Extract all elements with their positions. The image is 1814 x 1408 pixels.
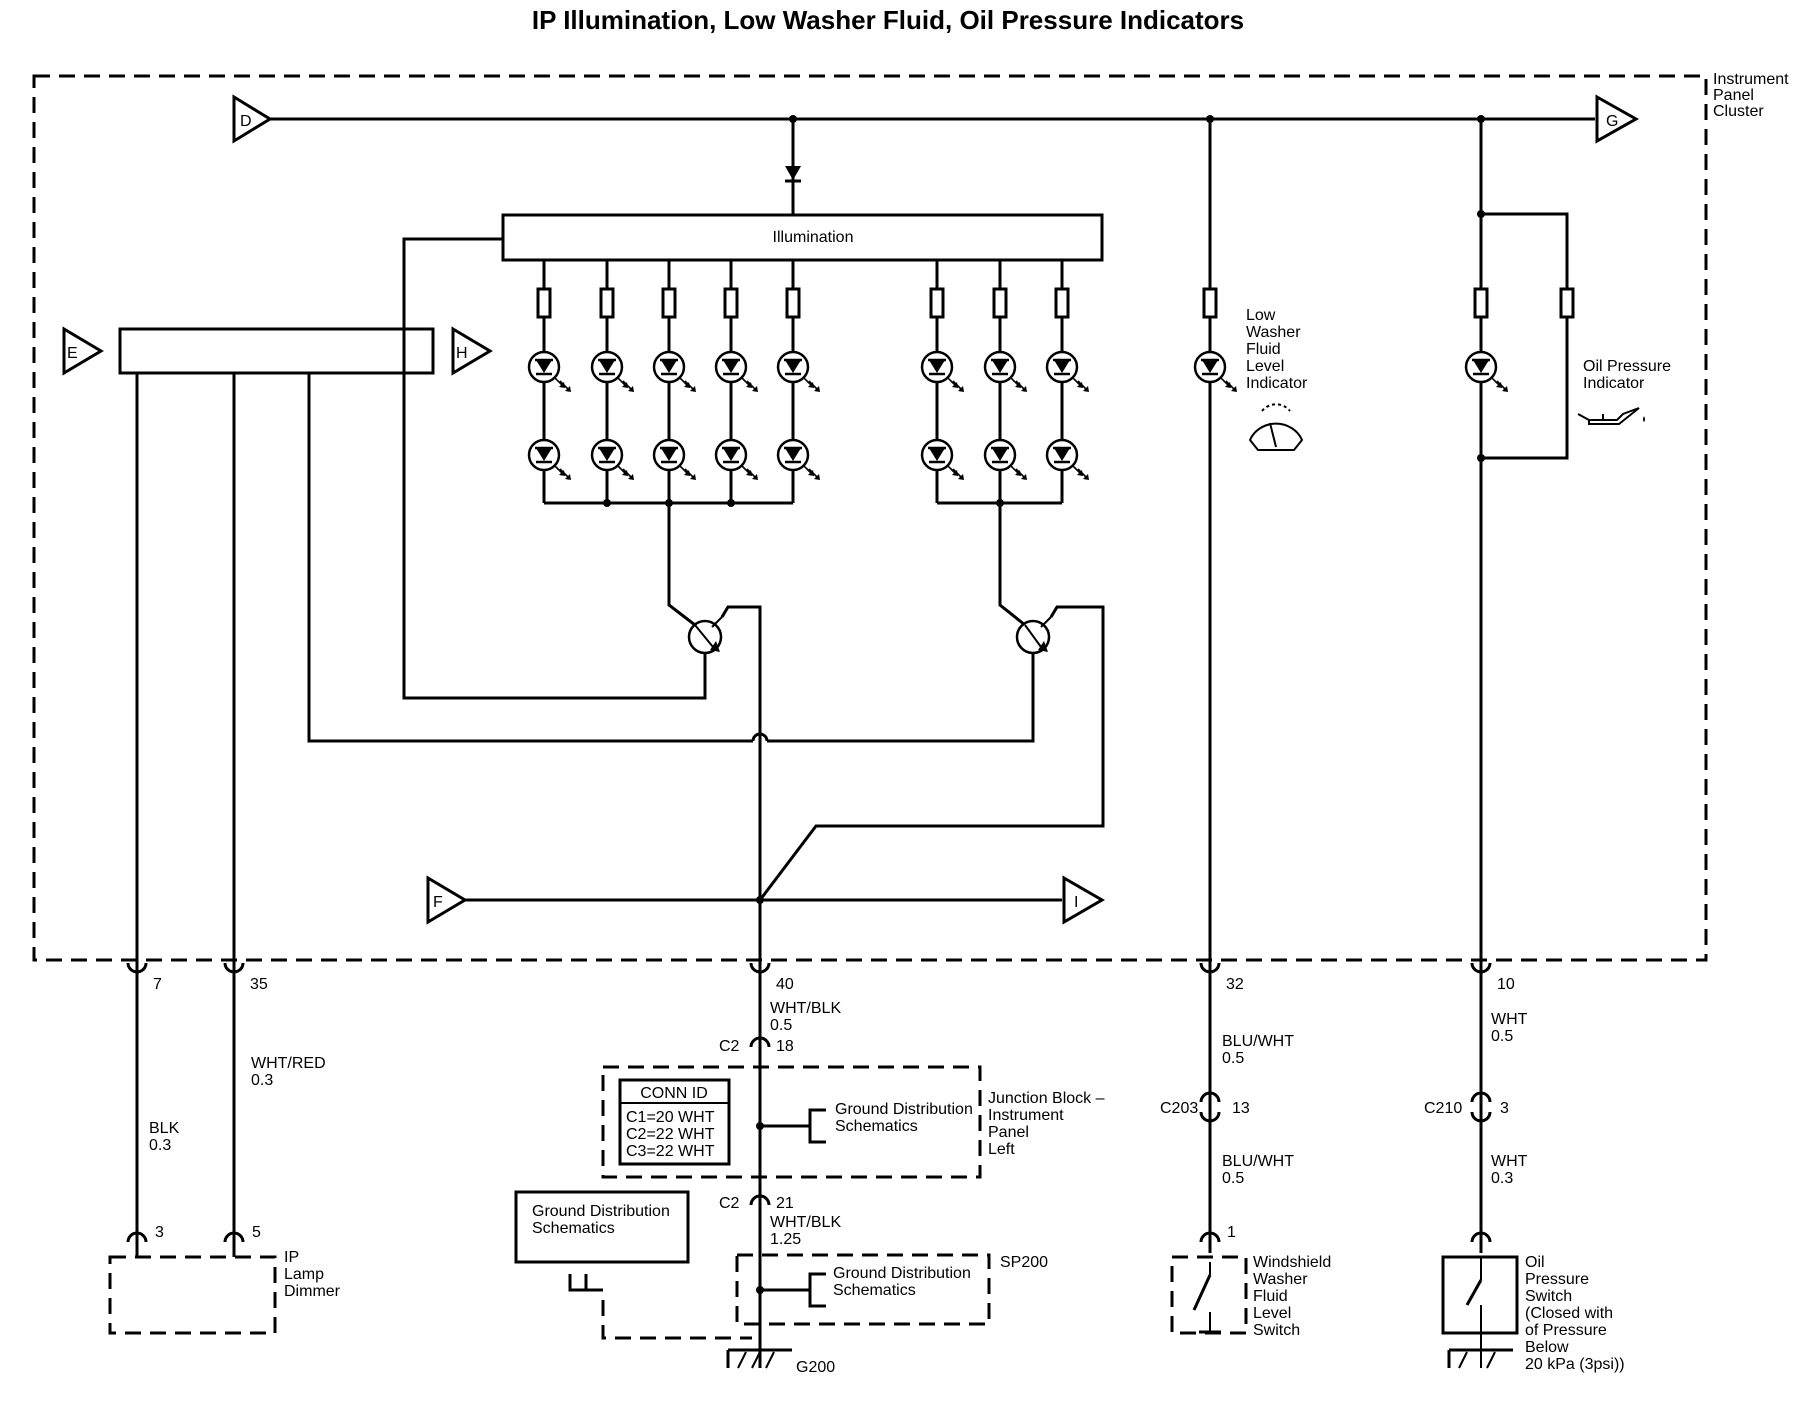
ground-distribution-ref-left[interactable]: Ground Distribution Schematics xyxy=(514,1190,752,1340)
instrument-panel-cluster-boundary xyxy=(32,74,1708,962)
svg-text:40: 40 xyxy=(776,976,794,993)
cluster-pin-32: 32 xyxy=(1199,961,1244,993)
svg-text:3: 3 xyxy=(1500,1100,1509,1117)
ground-distribution-ref-splice[interactable]: Ground Distribution Schematics xyxy=(756,1265,975,1308)
offpage-connector-e[interactable]: E xyxy=(62,326,104,376)
oil-can-icon xyxy=(1577,407,1645,425)
ground-g200: G200 xyxy=(726,1348,835,1376)
connector-c2-21: C2 21 xyxy=(719,1194,794,1212)
ground-distribution-ref-junction[interactable]: Ground Distribution Schematics xyxy=(756,1101,977,1144)
svg-text:Windshield Washer: Windshield Washer Fluid Level Switch xyxy=(1253,1254,1336,1339)
windshield-washer-icon xyxy=(1248,403,1304,451)
conn-id-table: CONN ID C1=20 WHT C2=22 WHT C3=22 WHT xyxy=(618,1078,731,1166)
junction-block-instrument-panel-left: Junction Block – Instrument Panel Left xyxy=(601,1065,1109,1179)
svg-text:IP Lamp Dimmer: IP Lamp Dimmer xyxy=(284,1249,341,1300)
wire-label-blu-wht-2: BLU/WHT 0.5 xyxy=(1222,1153,1298,1187)
svg-text:Ground Distribution Sche: Ground Distribution Schematics xyxy=(532,1203,674,1237)
diagram-title: IP Illumination, Low Washer Fluid, Oil P… xyxy=(532,5,1244,35)
wire-label-wht-1: WHT 0.5 xyxy=(1491,1011,1532,1045)
illumination-led-group-left xyxy=(527,260,822,507)
cluster-pin-40: 40 xyxy=(749,961,794,993)
svg-text:Junction Block – Instrum: Junction Block – Instrument Panel Left xyxy=(988,1090,1109,1158)
svg-text:C203: C203 xyxy=(1160,1100,1198,1117)
connector-c2-18: C2 18 xyxy=(719,1036,794,1055)
svg-text:18: 18 xyxy=(776,1038,794,1055)
svg-text:C2: C2 xyxy=(719,1195,740,1212)
svg-text:E: E xyxy=(67,345,78,362)
svg-text:CONN ID: CONN ID xyxy=(640,1085,708,1102)
offpage-connector-i[interactable]: I xyxy=(1062,875,1105,925)
offpage-connector-f[interactable]: F xyxy=(426,875,468,925)
splice-sp200: SP200 xyxy=(735,1253,1048,1326)
svg-text:SP200: SP200 xyxy=(1000,1254,1048,1271)
svg-text:C2=22 WHT: C2=22 WHT xyxy=(626,1126,715,1143)
svg-text:13: 13 xyxy=(1232,1100,1250,1117)
svg-text:32: 32 xyxy=(1226,976,1244,993)
svg-text:1: 1 xyxy=(1227,1224,1236,1241)
cluster-label: Instrument Panel Cluster xyxy=(1713,71,1793,120)
svg-text:Oil Pressure Switc: Oil Pressure Switch (Closed with of Pres… xyxy=(1525,1254,1625,1373)
connector-c203: C203 13 xyxy=(1160,1091,1250,1123)
illumination-led-group-right xyxy=(920,260,1091,507)
svg-text:F: F xyxy=(433,894,443,911)
illumination-block: Illumination xyxy=(501,213,1104,262)
oil-pressure-switch: Oil Pressure Switch (Closed with of Pres… xyxy=(1441,1231,1625,1373)
svg-text:C210: C210 xyxy=(1424,1100,1462,1117)
low-washer-fluid-indicator: Low Washer Fluid Level Indicator xyxy=(1193,119,1308,1253)
ip-lamp-dimmer: 3 5 IP Lamp Dimmer xyxy=(108,1224,341,1335)
svg-text:G200: G200 xyxy=(796,1359,835,1376)
transistor-1 xyxy=(667,503,762,960)
offpage-connector-h[interactable]: H xyxy=(451,326,493,376)
svg-text:Illumination: Illumination xyxy=(773,229,854,246)
svg-text:Ground Distribution Sche: Ground Distribution Schematics xyxy=(835,1101,977,1135)
oil-pressure-indicator: Oil Pressure Indicator xyxy=(1464,119,1675,1253)
svg-text:C1=20 WHT: C1=20 WHT xyxy=(626,1109,715,1126)
svg-text:Ground Distribution Sche: Ground Distribution Schematics xyxy=(833,1265,975,1299)
svg-text:H: H xyxy=(456,345,468,362)
wire-label-blk: BLK 0.3 xyxy=(149,1120,184,1154)
svg-text:I: I xyxy=(1074,894,1078,911)
svg-text:7: 7 xyxy=(153,976,162,993)
svg-text:35: 35 xyxy=(250,976,268,993)
dimmer-interface-block xyxy=(118,327,435,375)
offpage-connector-d[interactable]: D xyxy=(232,94,273,144)
svg-text:Oil Pressure Indicator: Oil Pressure Indicator xyxy=(1583,358,1675,392)
svg-text:5: 5 xyxy=(252,1224,261,1241)
svg-text:10: 10 xyxy=(1497,976,1515,993)
wire-label-wht-red: WHT/RED 0.3 xyxy=(251,1055,330,1089)
svg-text:21: 21 xyxy=(776,1195,794,1212)
connector-c210: C210 3 xyxy=(1424,1091,1509,1123)
windshield-washer-fluid-level-switch: 1 Windshield Washer Fluid Level Switch xyxy=(1170,1224,1336,1339)
svg-text:G: G xyxy=(1606,113,1618,130)
cluster-pin-7: 7 xyxy=(126,961,162,993)
wire-label-blu-wht-1: BLU/WHT 0.5 xyxy=(1222,1033,1298,1067)
wire-label-wht-2: WHT 0.3 xyxy=(1491,1153,1532,1187)
svg-text:C2: C2 xyxy=(719,1038,740,1055)
svg-text:C3=22 WHT: C3=22 WHT xyxy=(626,1143,715,1160)
svg-text:Low Washer Fluid: Low Washer Fluid Level Indicator xyxy=(1246,307,1308,392)
offpage-connector-g[interactable]: G xyxy=(1595,94,1640,144)
svg-text:3: 3 xyxy=(155,1224,164,1241)
cluster-pin-35: 35 xyxy=(223,961,268,993)
wire-label-wht-blk-2: WHT/BLK 1.25 xyxy=(770,1214,846,1248)
cluster-pin-10: 10 xyxy=(1470,961,1515,993)
wire-label-wht-blk-1: WHT/BLK 0.5 xyxy=(770,1000,846,1034)
transistor-2 xyxy=(758,503,1105,901)
svg-text:D: D xyxy=(240,113,252,130)
